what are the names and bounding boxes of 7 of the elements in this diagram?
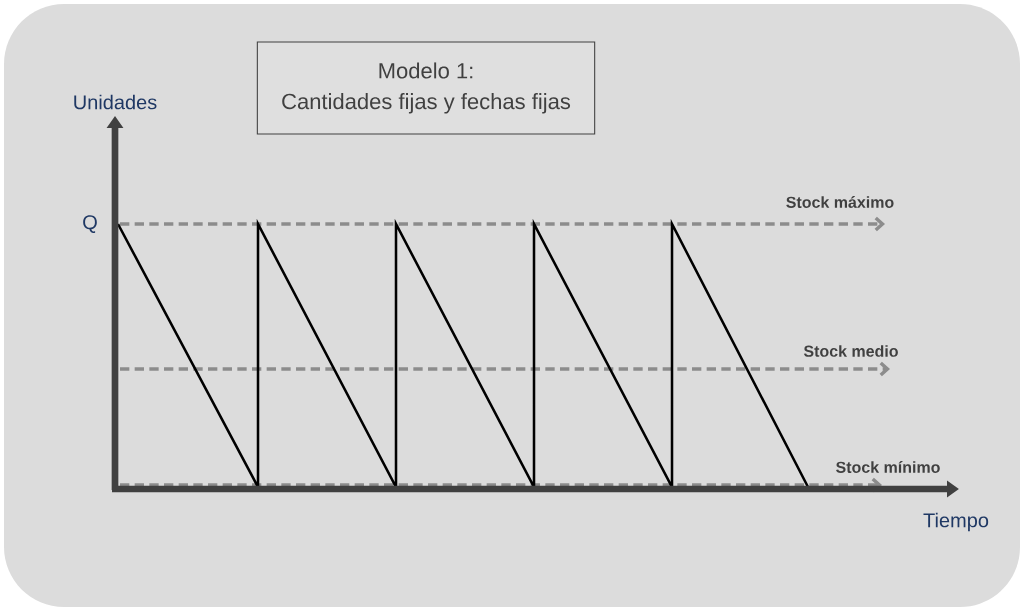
level-label: Stock medio <box>803 345 898 357</box>
axis-label: Unidades <box>74 94 157 110</box>
axis-value: Q <box>83 215 97 233</box>
level-label: Stock mínimo <box>836 461 940 473</box>
axis-label: Tiempo <box>923 512 989 532</box>
title-box: Modelo 1: Cantidades fijas y fechas fijas <box>256 41 596 135</box>
level-label: Stock máximo <box>786 196 894 208</box>
